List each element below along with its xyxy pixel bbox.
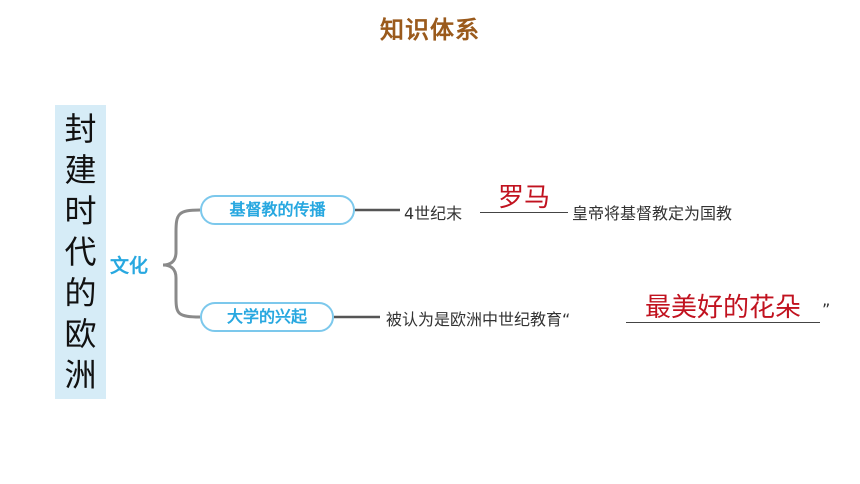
page-title: 知识体系: [380, 16, 480, 44]
side-title-char: 欧: [64, 315, 97, 353]
topic-1-answer: 罗马: [497, 183, 550, 213]
side-title-char: 的: [64, 274, 97, 312]
topic-2-answer: 最美好的花朵: [644, 293, 801, 323]
branch-culture-label: 文化: [110, 255, 149, 277]
side-title-char: 代: [64, 233, 97, 271]
topic-2-blank: 最美好的花朵: [626, 294, 820, 323]
topic-1-suffix: 皇帝将基督教定为国教: [572, 204, 733, 223]
topic-1-blank: 罗马: [480, 184, 568, 213]
side-title-char: 封: [64, 110, 97, 148]
topic-1-prefix: 4世纪末: [404, 204, 463, 223]
side-title-box: 封 建 时 代 的 欧 洲: [55, 105, 106, 399]
topic-christianity-node: 基督教的传播: [200, 195, 355, 225]
side-title-char: 时: [64, 192, 97, 230]
topic-2-suffix: ”: [822, 300, 831, 319]
side-title-char: 洲: [64, 356, 97, 394]
topic-university-node: 大学的兴起: [200, 302, 334, 332]
brace-connector: [162, 208, 201, 319]
side-title-char: 建: [64, 151, 97, 189]
topic-2-prefix: 被认为是欧洲中世纪教育“: [386, 310, 571, 329]
